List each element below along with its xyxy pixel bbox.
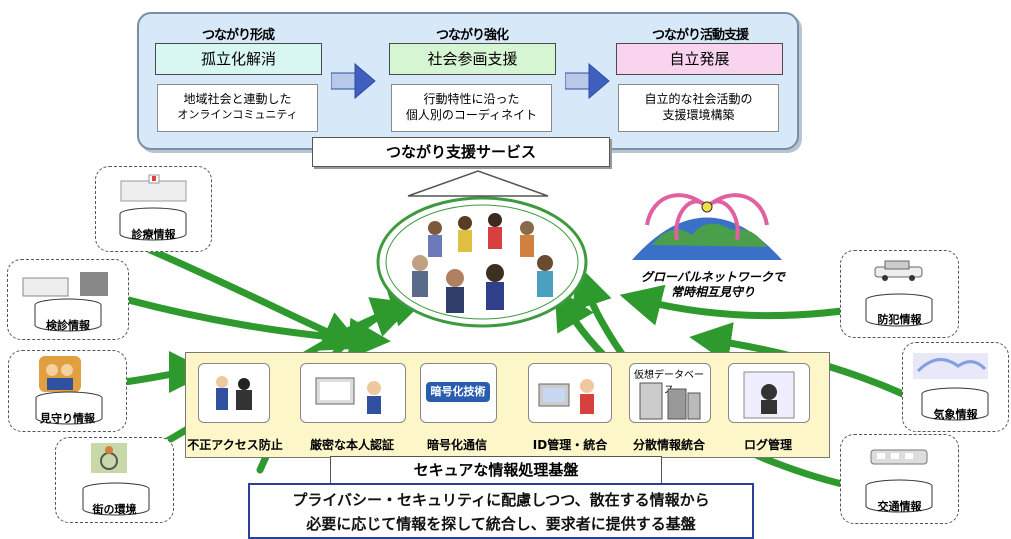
global-network-line1: グローバルネットワークで: [641, 270, 785, 284]
database-icon: [119, 207, 187, 241]
database-icon: [34, 298, 102, 332]
stage-desc-2-line2: 個人別のコーディネイト: [405, 108, 538, 122]
database-icon: [35, 391, 103, 425]
source-box-weather: 気象情報: [902, 342, 1009, 432]
stage-title-2: つながり強化: [435, 28, 509, 43]
security-guard-icon: [216, 376, 252, 410]
authentication-icon: [315, 377, 381, 414]
source-label-checkup: 検診情報: [46, 319, 90, 332]
stage-arrow-1-icon: [331, 62, 376, 100]
police-car-icon: [874, 260, 923, 281]
train-icon: [870, 449, 928, 465]
tech-label-authentication: 厳密な本人認証: [309, 438, 394, 452]
database-icon: [865, 479, 933, 513]
stage-desc-2-line1: 行動特性に沿った: [423, 92, 520, 106]
source-box-watch: 見守り情報: [8, 350, 127, 432]
source-label-clinic: 診療情報: [131, 228, 176, 241]
source-box-traffic: 交通情報: [840, 434, 959, 524]
global-network-caption: グローバルネットワークで 常時相互見守り: [628, 270, 798, 300]
tech-label-id-management: ID管理・統合: [532, 438, 608, 452]
database-icon: [865, 293, 933, 327]
stage-desc-3-line1: 自立的な社会活動の: [644, 92, 753, 106]
platform-description-line1: プライバシー・セキュリティに配慮しつつ、散在する情報から: [292, 491, 710, 509]
platform-description: プライバシー・セキュリティに配慮しつつ、散在する情報から 必要に応じて情報を探し…: [248, 483, 754, 539]
service-label: つながり支援サービス: [312, 137, 610, 167]
stage-desc-1-line2: オンラインコミュニティ: [177, 108, 298, 121]
source-box-clinic: 診療情報: [95, 166, 212, 252]
platform-description-line2: 必要に応じて情報を探して統合し、要求者に提供する基盤: [306, 515, 696, 533]
source-box-crime: 防犯情報: [840, 250, 959, 338]
source-label-traffic: 交通情報: [877, 500, 922, 513]
source-box-checkup: 検診情報: [7, 259, 129, 340]
globe-icon: [632, 193, 782, 260]
source-label-town: 街の環境: [92, 503, 137, 516]
source-label-weather: 気象情報: [933, 408, 978, 421]
stage-desc-2: 行動特性に沿った 個人別のコーディネイト: [391, 84, 552, 132]
tech-label-access-control: 不正アクセス防止: [187, 438, 283, 452]
stage-arrow-2-icon: [565, 62, 610, 100]
family-icon: [39, 356, 81, 392]
surveillance-icon: [743, 371, 795, 419]
server-rack-icon: [639, 382, 701, 420]
stage-desc-1: 地域社会と連動した オンラインコミュニティ: [157, 84, 318, 132]
hospital-icon: [120, 174, 187, 202]
people-circle-illustration: [412, 213, 553, 313]
stage-title-3: つながり活動支援: [651, 28, 749, 43]
database-icon: [921, 387, 989, 421]
database-icon: [82, 482, 150, 516]
stage-box-3: 自立発展: [616, 43, 783, 75]
tech-label-encryption: 暗号化通信: [426, 438, 487, 452]
global-network-line2: 常時相互見守り: [670, 285, 755, 299]
tech-label-distributed-db: 分散情報統合: [632, 438, 705, 452]
source-box-town: 街の環境: [55, 437, 174, 523]
tech-icon-access-control: [198, 363, 270, 423]
source-label-watch: 見守り情報: [40, 412, 95, 425]
stage-title-1: つながり形成: [201, 28, 275, 43]
wheelchair-icon: [91, 443, 127, 473]
source-label-crime: 防犯情報: [877, 313, 922, 326]
secure-platform-label: セキュアな情報処理基盤: [330, 456, 662, 484]
encryption-tech-badge: 暗号化技術: [426, 382, 490, 402]
stage-box-2: 社会参画支援: [389, 43, 556, 75]
secure-platform-panel: [185, 352, 830, 458]
stage-desc-3: 自立的な社会活動の 支援環境構築: [618, 84, 779, 132]
weather-icon: [913, 353, 988, 379]
tech-label-log: ログ管理: [743, 438, 792, 452]
stage-desc-3-line2: 支援環境構築: [662, 108, 735, 122]
id-management-icon: [538, 379, 594, 414]
stage-box-1: 孤立化解消: [155, 43, 322, 75]
checkup-facility-icon: [22, 272, 108, 297]
stage-desc-1-line1: 地域社会と連動した: [183, 92, 292, 106]
